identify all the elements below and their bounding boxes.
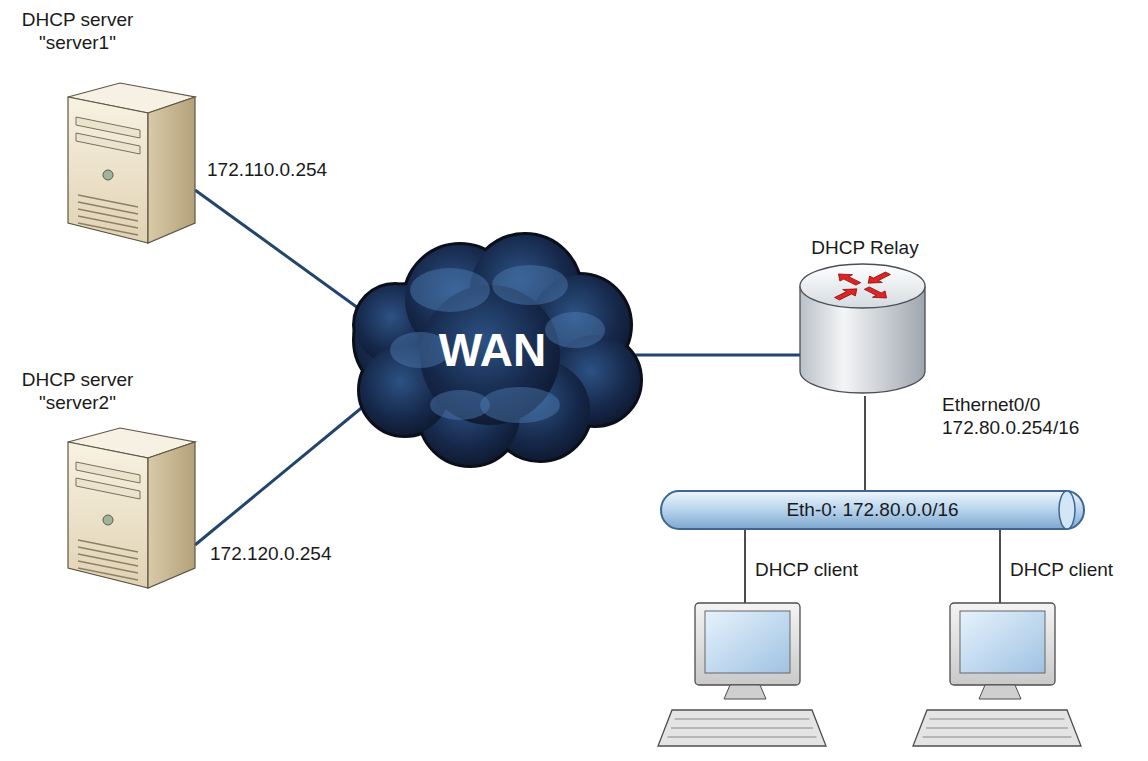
cloud-highlight <box>410 268 490 312</box>
vent-slot <box>78 547 138 559</box>
connector <box>620 354 800 357</box>
node-label: DHCP server "server2" <box>10 368 145 414</box>
key-row <box>926 728 1068 729</box>
key-row <box>930 719 1065 720</box>
connector <box>195 405 365 545</box>
server-tower <box>68 83 195 243</box>
vent-slot <box>78 223 138 235</box>
router-arrow <box>860 285 893 301</box>
router-arrow <box>832 271 865 287</box>
node-label: DHCP client <box>755 558 885 581</box>
monitor-screen <box>960 611 1045 673</box>
wan-cloud: WAN <box>365 255 620 445</box>
connector <box>999 530 1001 558</box>
connector <box>864 396 866 490</box>
drop-wire <box>999 558 1001 603</box>
router-arrow <box>862 270 895 286</box>
router-arrows <box>831 270 895 302</box>
cloud-highlight <box>545 312 605 348</box>
node-label: DHCP client <box>1010 558 1140 581</box>
keyboard <box>913 710 1081 746</box>
keyboard <box>658 710 826 746</box>
client-node: DHCP client <box>905 558 1145 755</box>
key-row <box>668 737 817 738</box>
pipe-body <box>661 491 1084 529</box>
cloud-label: WAN <box>365 255 620 445</box>
vent-slot <box>78 561 138 573</box>
vent-slot <box>78 568 138 580</box>
key-row <box>923 737 1072 738</box>
drive-bay <box>76 478 140 499</box>
monitor-stand <box>979 685 1021 699</box>
router-arrow <box>831 286 864 302</box>
server-front <box>68 97 148 243</box>
monitor-case <box>695 603 800 685</box>
drive-bay <box>76 133 140 154</box>
computer-icon <box>905 558 1145 755</box>
drop-wire <box>744 558 746 603</box>
label-anchor: 172.110.0.254 <box>205 158 365 181</box>
router-top <box>800 264 925 308</box>
server-side <box>148 97 195 243</box>
power-button <box>103 515 113 525</box>
computer-icon <box>650 558 895 755</box>
cloud-highlight <box>480 387 560 423</box>
node-label: DHCP server "server1" <box>10 8 145 54</box>
node-label: Eth-0: 172.80.0.0/16 <box>660 490 1085 530</box>
monitor-screen <box>705 611 790 673</box>
cloud-highlight <box>492 265 568 305</box>
router-icon <box>800 236 930 396</box>
key-row <box>675 719 810 720</box>
cloud-fill <box>355 235 640 465</box>
server-node: DHCP server "server2" <box>10 368 195 593</box>
cloud-highlight <box>430 390 490 420</box>
vent-slot <box>78 209 138 221</box>
server-front <box>68 442 148 588</box>
client-node: DHCP client <box>650 558 895 755</box>
connector <box>744 530 746 558</box>
server-side <box>148 442 195 588</box>
node-label: DHCP Relay <box>800 236 930 259</box>
vent-slot <box>78 540 138 552</box>
label-anchor: Ethernet0/0 172.80.0.254/16 <box>940 393 1110 439</box>
server-tower <box>68 428 195 588</box>
interface-address: 172.120.0.254 <box>208 542 334 565</box>
ethernet-bus: Eth-0: 172.80.0.0/16 <box>660 490 1085 530</box>
vent-slot <box>78 195 138 207</box>
pipe-end <box>1059 491 1075 529</box>
interface-address: 172.110.0.254 <box>205 158 329 181</box>
vent-slot <box>78 554 138 566</box>
vent-slot <box>78 202 138 214</box>
interface-address: Ethernet0/0 172.80.0.254/16 <box>940 393 1110 439</box>
monitor-case <box>950 603 1055 685</box>
vent-slot <box>78 216 138 228</box>
server-node: DHCP server "server1" <box>10 8 195 248</box>
power-button <box>103 170 113 180</box>
relay-router: DHCP Relay <box>800 236 930 396</box>
cloud-outline <box>355 235 640 465</box>
monitor-stand <box>724 685 766 699</box>
connector <box>195 190 365 313</box>
key-row <box>671 728 813 729</box>
label-anchor: 172.120.0.254 <box>208 542 368 565</box>
